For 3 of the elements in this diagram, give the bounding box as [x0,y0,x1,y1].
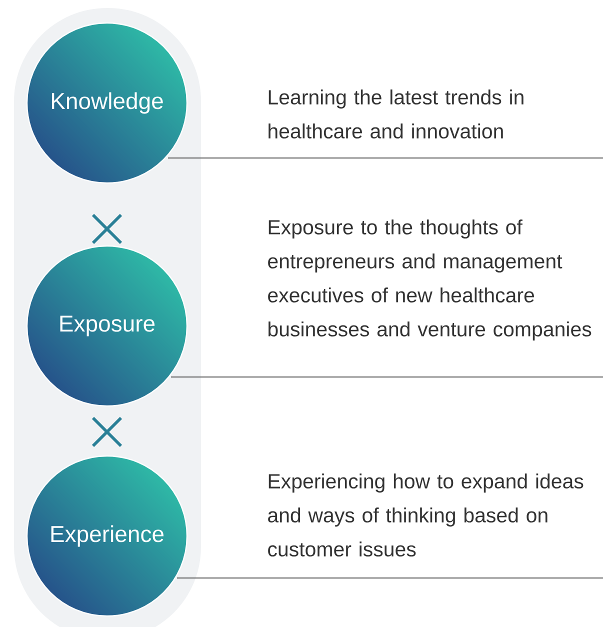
description-text: Learning the latest trends in healthcare and innovation [268,89,524,139]
description-text: Experiencing how to expand ideas and ways of thinking based on customer issues [268,473,584,557]
description-text: Exposure to the thoughts of entrepreneurs and management executives of new healthcare businesses and venture companies [268,219,592,341]
